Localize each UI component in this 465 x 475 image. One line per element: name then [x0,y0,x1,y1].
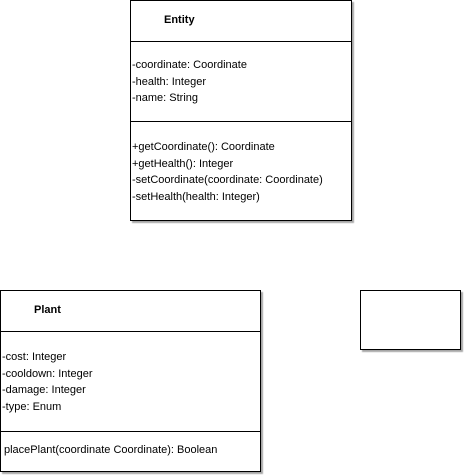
plant-attribute: -damage: Integer [2,384,86,396]
entity-method: -setCoordinate(coordinate: Coordinate) [132,174,323,186]
entity-attribute: -health: Integer [132,75,206,88]
entity-class-name: Entity [131,1,351,42]
entity-methods: +getCoordinate(): Coordinate +getHealth(… [131,122,351,205]
plant-class-name: Plant [1,291,260,332]
entity-method: +getCoordinate(): Coordinate [132,141,275,153]
entity-attribute: -name: String [132,92,199,104]
plant-method: placePlant(coordinate Coordinate): Boole… [4,444,218,456]
plant-methods: placePlant(coordinate Coordinate): Boole… [1,432,260,459]
entity-class-box[interactable]: Entity -coordinate: Coordinate -health: … [130,0,352,221]
entity-method: +getHealth(): Integer [132,157,234,170]
plant-attribute: -cooldown: Integer [2,367,93,380]
entity-attribute: -coordinate: Coordinate [132,59,247,71]
empty-shape-box[interactable] [360,290,461,350]
plant-attribute: -type: Enum [2,400,62,413]
entity-method: -setHealth(health: Integer) [132,190,260,203]
plant-class-box[interactable]: Plant -cost: Integer -cooldown: Integer … [0,290,261,472]
plant-attributes: -cost: Integer -cooldown: Integer -damag… [1,332,260,432]
plant-attribute: -cost: Integer [2,351,67,363]
entity-attributes: -coordinate: Coordinate -health: Integer… [131,42,351,122]
